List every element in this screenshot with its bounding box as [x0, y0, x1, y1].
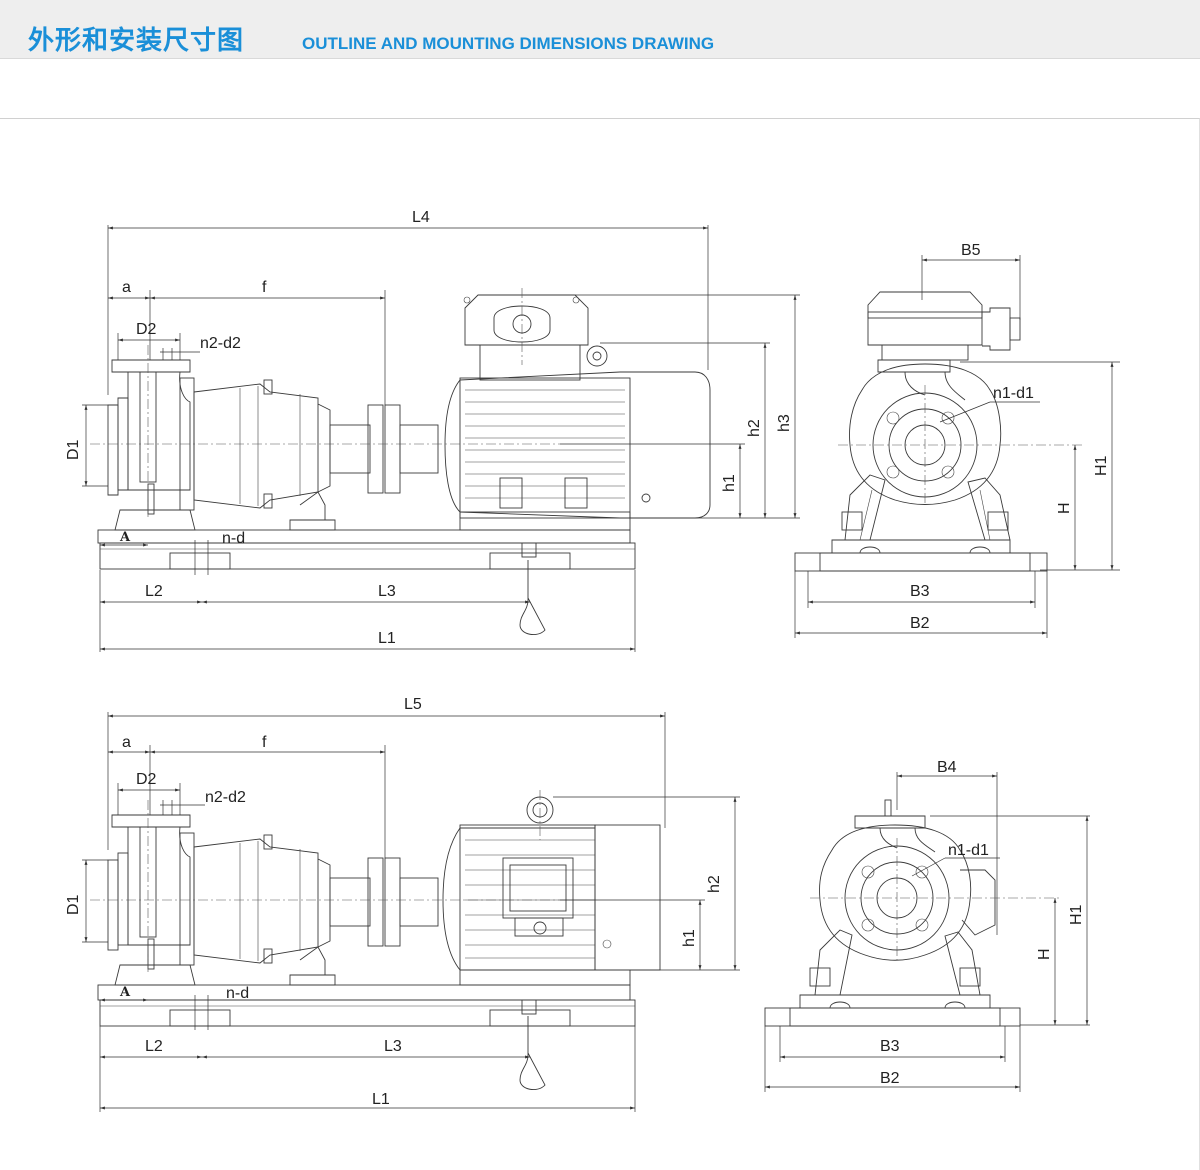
dim-label-h3: h3 — [776, 414, 793, 432]
view2-end-elevation: B4 n1-d1 H1 H B3 B2 — [764, 759, 1090, 1092]
dim-label-n2-d2-2: n2-d2 — [205, 789, 246, 806]
dim-label-B2-2: B2 — [880, 1070, 900, 1087]
page-header: 外形和安装尺寸图 OUTLINE AND MOUNTING DIMENSIONS… — [0, 0, 1200, 59]
view2-side-elevation: L5 a f D2 n2-d2 D1 A n-d L2 L3 L1 h1 h2 — [65, 696, 740, 1112]
dim-label-h1-2: h1 — [681, 929, 698, 947]
dim-label-f: f — [262, 279, 267, 296]
dim-label-n2-d2: n2-d2 — [200, 335, 241, 352]
dim-label-A: A — [119, 530, 131, 545]
view1-end-elevation: B5 n1-d1 H1 H B3 B2 — [794, 242, 1120, 638]
dim-label-L1-2: L1 — [372, 1091, 390, 1108]
dim-label-f-2: f — [262, 734, 267, 751]
dim-label-n1-d1: n1-d1 — [993, 385, 1034, 402]
dim-label-h2-2: h2 — [706, 875, 723, 893]
dim-label-h1: h1 — [721, 474, 738, 492]
dim-label-L2: L2 — [145, 583, 163, 600]
dim-label-L1: L1 — [378, 630, 396, 647]
dim-label-B3-2: B3 — [880, 1038, 900, 1055]
page-title-cn: 外形和安装尺寸图 — [28, 26, 245, 56]
dim-label-D1-2: D1 — [65, 894, 82, 915]
dim-label-L3: L3 — [378, 583, 396, 600]
dim-label-B2: B2 — [910, 615, 930, 632]
dim-label-L3-2: L3 — [384, 1038, 402, 1055]
dim-label-B4: B4 — [937, 759, 957, 776]
view1-side-elevation: L4 a f D2 n2-d2 D1 A n-d L2 L3 L1 h1 h2 … — [65, 209, 800, 652]
dim-label-H: H — [1056, 502, 1073, 514]
dim-label-a: a — [122, 279, 131, 296]
dim-label-A-2: A — [119, 985, 131, 1000]
dim-label-n1-d1-2: n1-d1 — [948, 842, 989, 859]
dim-label-h2: h2 — [746, 419, 763, 437]
dim-label-H1: H1 — [1093, 455, 1110, 476]
dim-label-n-d: n-d — [222, 530, 245, 547]
dim-label-L4: L4 — [412, 209, 430, 226]
dim-label-H-2: H — [1036, 948, 1053, 960]
dim-label-D1: D1 — [65, 439, 82, 460]
dim-label-H1-2: H1 — [1068, 904, 1085, 925]
dim-label-B3: B3 — [910, 583, 930, 600]
page-title-en: OUTLINE AND MOUNTING DIMENSIONS DRAWING — [302, 34, 715, 53]
dim-label-D2-2: D2 — [136, 771, 157, 788]
dim-label-a-2: a — [122, 734, 131, 751]
dim-label-D2: D2 — [136, 321, 157, 338]
dim-label-B5: B5 — [961, 242, 981, 259]
dim-label-L5: L5 — [404, 696, 422, 713]
dim-label-n-d-2: n-d — [226, 985, 249, 1002]
dim-label-L2-2: L2 — [145, 1038, 163, 1055]
